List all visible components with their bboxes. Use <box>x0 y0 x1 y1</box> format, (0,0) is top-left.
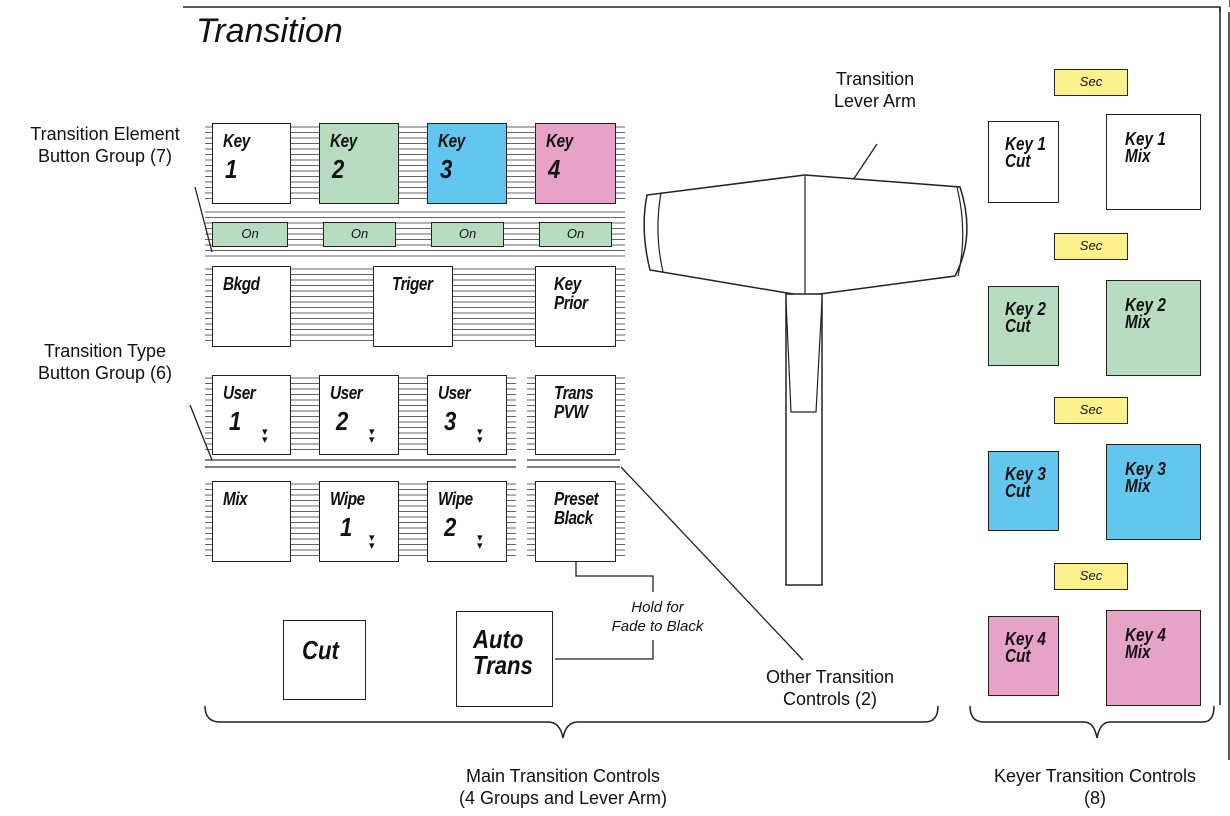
preset-black-button[interactable]: Preset Black <box>535 481 616 562</box>
leader-fade-top <box>575 562 654 592</box>
main-controls-callout: Main Transition Controls (4 Groups and L… <box>458 766 668 808</box>
key-2-button[interactable]: Key 2 <box>319 123 399 204</box>
leader-other-controls <box>620 466 804 661</box>
key-2-sec-button[interactable]: Sec <box>1054 233 1128 260</box>
key-4-button[interactable]: Key 4 <box>535 123 616 204</box>
type-group-callout: Transition Type Button Group (6) <box>37 341 173 383</box>
key-1-label: Key <box>223 131 250 151</box>
cut-button[interactable]: Cut <box>283 620 366 700</box>
leader-element-group <box>194 186 213 253</box>
key-prior-button[interactable]: Key Prior <box>535 266 616 347</box>
key-4-sec-button[interactable]: Sec <box>1054 563 1128 590</box>
key-3-sec-button[interactable]: Sec <box>1054 397 1128 424</box>
user-3-button[interactable]: User 3 ▾ ▾ <box>427 375 507 455</box>
wipe-2-number: 2 <box>444 512 457 542</box>
key-3-cut-button[interactable]: Key 3 Cut <box>988 451 1059 531</box>
wipe-1-label: Wipe <box>330 489 365 509</box>
key-4-cut-button[interactable]: Key 4 Cut <box>988 616 1059 696</box>
fade-to-black-note: Hold for Fade to Black <box>611 599 704 635</box>
key-1-cut-button[interactable]: Key 1 Cut <box>988 121 1059 203</box>
key-4-number: 4 <box>548 154 561 184</box>
key-1-on-button[interactable]: On <box>212 222 288 247</box>
leader-fade-bottom <box>555 640 654 660</box>
key-2-cut-button[interactable]: Key 2 Cut <box>988 286 1059 366</box>
user-1-button[interactable]: User 1 ▾ ▾ <box>212 375 291 455</box>
keyer-controls-callout: Keyer Transition Controls (8) <box>993 766 1197 808</box>
key-1-number: 1 <box>225 154 238 184</box>
key-4-mix-label: Key 4 Mix <box>1125 625 1166 662</box>
user-2-number: 2 <box>336 406 349 436</box>
key-2-cut-label: Key 2 Cut <box>1005 299 1046 336</box>
triger-button[interactable]: Triger <box>373 266 453 347</box>
user-1-menu-icon: ▾ ▾ <box>262 426 268 446</box>
key-4-on-button[interactable]: On <box>539 222 612 247</box>
key-3-number: 3 <box>440 154 453 184</box>
trans-pvw-button[interactable]: Trans PVW <box>535 375 616 455</box>
key-2-number: 2 <box>332 154 345 184</box>
user-3-number: 3 <box>444 406 457 436</box>
wipe-1-menu-icon: ▾ ▾ <box>369 532 375 552</box>
user-3-menu-icon: ▾ ▾ <box>477 426 483 446</box>
other-controls-callout: Other Transition Controls (2) <box>765 667 895 709</box>
key-2-on-button[interactable]: On <box>323 222 396 247</box>
key-3-on-button[interactable]: On <box>431 222 504 247</box>
key-3-mix-button[interactable]: Key 3 Mix <box>1106 444 1201 540</box>
key-3-mix-label: Key 3 Mix <box>1125 459 1166 496</box>
key-1-cut-label: Key 1 Cut <box>1005 134 1046 171</box>
key-1-mix-label: Key 1 Mix <box>1125 129 1166 166</box>
lever-arm-callout: Transition Lever Arm <box>833 69 917 111</box>
panel-title: Transition <box>196 12 343 50</box>
wipe-1-number: 1 <box>340 512 353 542</box>
key-4-label: Key <box>546 131 573 151</box>
element-group-callout: Transition Element Button Group (7) <box>30 124 180 166</box>
user-2-label: User <box>330 383 363 403</box>
key-4-cut-label: Key 4 Cut <box>1005 629 1046 666</box>
user-2-menu-icon: ▾ ▾ <box>369 426 375 446</box>
key-1-sec-button[interactable]: Sec <box>1054 69 1128 96</box>
auto-trans-button[interactable]: Auto Trans <box>456 611 553 707</box>
key-2-mix-label: Key 2 Mix <box>1125 295 1166 332</box>
key-2-label: Key <box>330 131 357 151</box>
triger-label: Triger <box>392 274 433 294</box>
main-controls-brace <box>204 705 939 739</box>
key-4-mix-button[interactable]: Key 4 Mix <box>1106 610 1201 706</box>
preset-black-label: Preset Black <box>554 489 599 528</box>
key-2-mix-button[interactable]: Key 2 Mix <box>1106 280 1201 376</box>
cut-label: Cut <box>302 635 339 665</box>
bkgd-label: Bkgd <box>223 274 260 294</box>
bkgd-button[interactable]: Bkgd <box>212 266 291 347</box>
wipe-1-button[interactable]: Wipe 1 ▾ ▾ <box>319 481 399 562</box>
user-3-label: User <box>438 383 471 403</box>
wipe-2-menu-icon: ▾ ▾ <box>477 532 483 552</box>
key-1-mix-button[interactable]: Key 1 Mix <box>1106 114 1201 210</box>
mix-button[interactable]: Mix <box>212 481 291 562</box>
user-1-number: 1 <box>229 406 242 436</box>
user-2-button[interactable]: User 2 ▾ ▾ <box>319 375 399 455</box>
mix-label: Mix <box>223 489 248 509</box>
wipe-2-button[interactable]: Wipe 2 ▾ ▾ <box>427 481 507 562</box>
lever-arm[interactable] <box>643 174 968 586</box>
keyer-controls-brace <box>969 705 1215 739</box>
key-3-label: Key <box>438 131 465 151</box>
key-prior-label: Key Prior <box>554 274 588 313</box>
trans-pvw-label: Trans PVW <box>554 383 594 422</box>
auto-trans-label: Auto Trans <box>473 624 533 680</box>
key-3-cut-label: Key 3 Cut <box>1005 464 1046 501</box>
leader-type-group <box>189 404 213 461</box>
user-1-label: User <box>223 383 256 403</box>
wipe-2-label: Wipe <box>438 489 473 509</box>
key-3-button[interactable]: Key 3 <box>427 123 507 204</box>
key-1-button[interactable]: Key 1 <box>212 123 291 204</box>
